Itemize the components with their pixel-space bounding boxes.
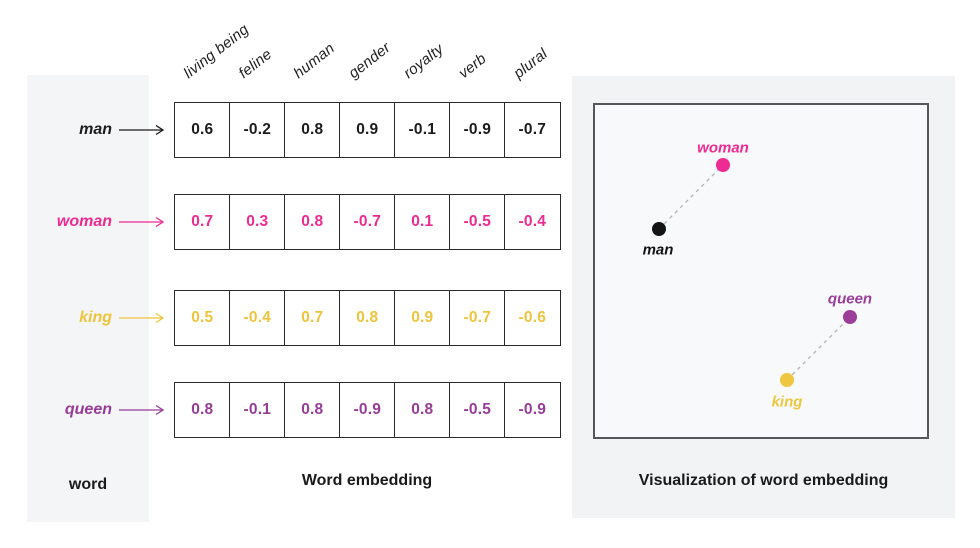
embedding-cell: 0.3 [229, 194, 286, 250]
queen-point [843, 310, 857, 324]
king-queen-link [786, 316, 851, 381]
woman-point-label: woman [697, 139, 749, 157]
embedding-cell: -0.9 [449, 102, 506, 158]
visualization-caption: Visualization of word embedding [638, 472, 889, 489]
embedding-cell: 0.8 [284, 102, 341, 158]
feature-header-label: gender [345, 39, 394, 82]
embedding-cell: 0.1 [394, 194, 451, 250]
embedding-cell: -0.5 [449, 382, 506, 438]
embedding-cell: -0.9 [339, 382, 396, 438]
feature-header-label: plural [510, 45, 551, 82]
embedding-cell: -0.6 [504, 290, 561, 346]
right-arrow-icon [119, 216, 165, 228]
embedding-vector: 0.5 -0.4 0.7 0.8 0.9 -0.7 -0.6 [174, 290, 561, 346]
word-label: man [79, 121, 112, 138]
embedding-vector: 0.8 -0.1 0.8 -0.9 0.8 -0.5 -0.9 [174, 382, 561, 438]
embedding-cell: 0.8 [174, 382, 231, 438]
embedding-cell: 0.6 [174, 102, 231, 158]
embedding-cell: -0.4 [504, 194, 561, 250]
word-column-caption: word [68, 476, 108, 493]
king-point [780, 373, 794, 387]
embedding-vector: 0.7 0.3 0.8 -0.7 0.1 -0.5 -0.4 [174, 194, 561, 250]
feature-header-label: royalty [400, 40, 447, 82]
visualization-panel: man woman king queen Visualization of wo… [572, 76, 955, 518]
embedding-cell: 0.8 [284, 382, 341, 438]
embedding-row-king: king 0.5 -0.4 0.7 0.8 0.9 -0.7 -0.6 [0, 290, 620, 346]
woman-point [716, 158, 730, 172]
man-woman-link [658, 164, 724, 230]
embedding-cell: -0.1 [229, 382, 286, 438]
embedding-cell: -0.4 [229, 290, 286, 346]
king-point-label: king [771, 393, 803, 411]
embedding-cell: -0.7 [449, 290, 506, 346]
word-column-panel: word [27, 75, 149, 522]
queen-point-label: queen [827, 290, 873, 308]
embedding-row-woman: woman 0.7 0.3 0.8 -0.7 0.1 -0.5 -0.4 [0, 194, 620, 250]
embedding-row-queen: queen 0.8 -0.1 0.8 -0.9 0.8 -0.5 -0.9 [0, 382, 620, 438]
embedding-vector: 0.6 -0.2 0.8 0.9 -0.1 -0.9 -0.7 [174, 102, 561, 158]
analogy-links [658, 164, 851, 381]
embedding-cell: -0.2 [229, 102, 286, 158]
feature-header-label: human [290, 39, 338, 82]
embedding-cell: 0.8 [284, 194, 341, 250]
right-arrow-icon [119, 124, 165, 136]
embedding-cell: 0.8 [339, 290, 396, 346]
word-label: queen [64, 401, 112, 418]
embedding-table-caption: Word embedding [301, 472, 433, 489]
embedding-cell: 0.5 [174, 290, 231, 346]
embedding-cell: 0.8 [394, 382, 451, 438]
right-arrow-icon [119, 404, 165, 416]
right-arrow-icon [119, 312, 165, 324]
word-label: king [79, 309, 112, 326]
embedding-cell: 0.7 [284, 290, 341, 346]
embedding-cell: -0.7 [339, 194, 396, 250]
embedding-cell: -0.5 [449, 194, 506, 250]
embedding-cell: -0.9 [504, 382, 561, 438]
embedding-cell: 0.7 [174, 194, 231, 250]
embedding-cell: -0.7 [504, 102, 561, 158]
embedding-cell: -0.1 [394, 102, 451, 158]
embedding-row-man: man 0.6 -0.2 0.8 0.9 -0.1 -0.9 -0.7 [0, 102, 620, 158]
man-point [652, 222, 666, 236]
feature-header-label: feline [235, 45, 276, 82]
embedding-cell: 0.9 [394, 290, 451, 346]
word-label: woman [56, 213, 112, 230]
embedding-cell: 0.9 [339, 102, 396, 158]
man-point-label: man [642, 241, 674, 259]
embedding-plot-box: man woman king queen [593, 103, 929, 439]
feature-header-label: verb [455, 50, 490, 82]
